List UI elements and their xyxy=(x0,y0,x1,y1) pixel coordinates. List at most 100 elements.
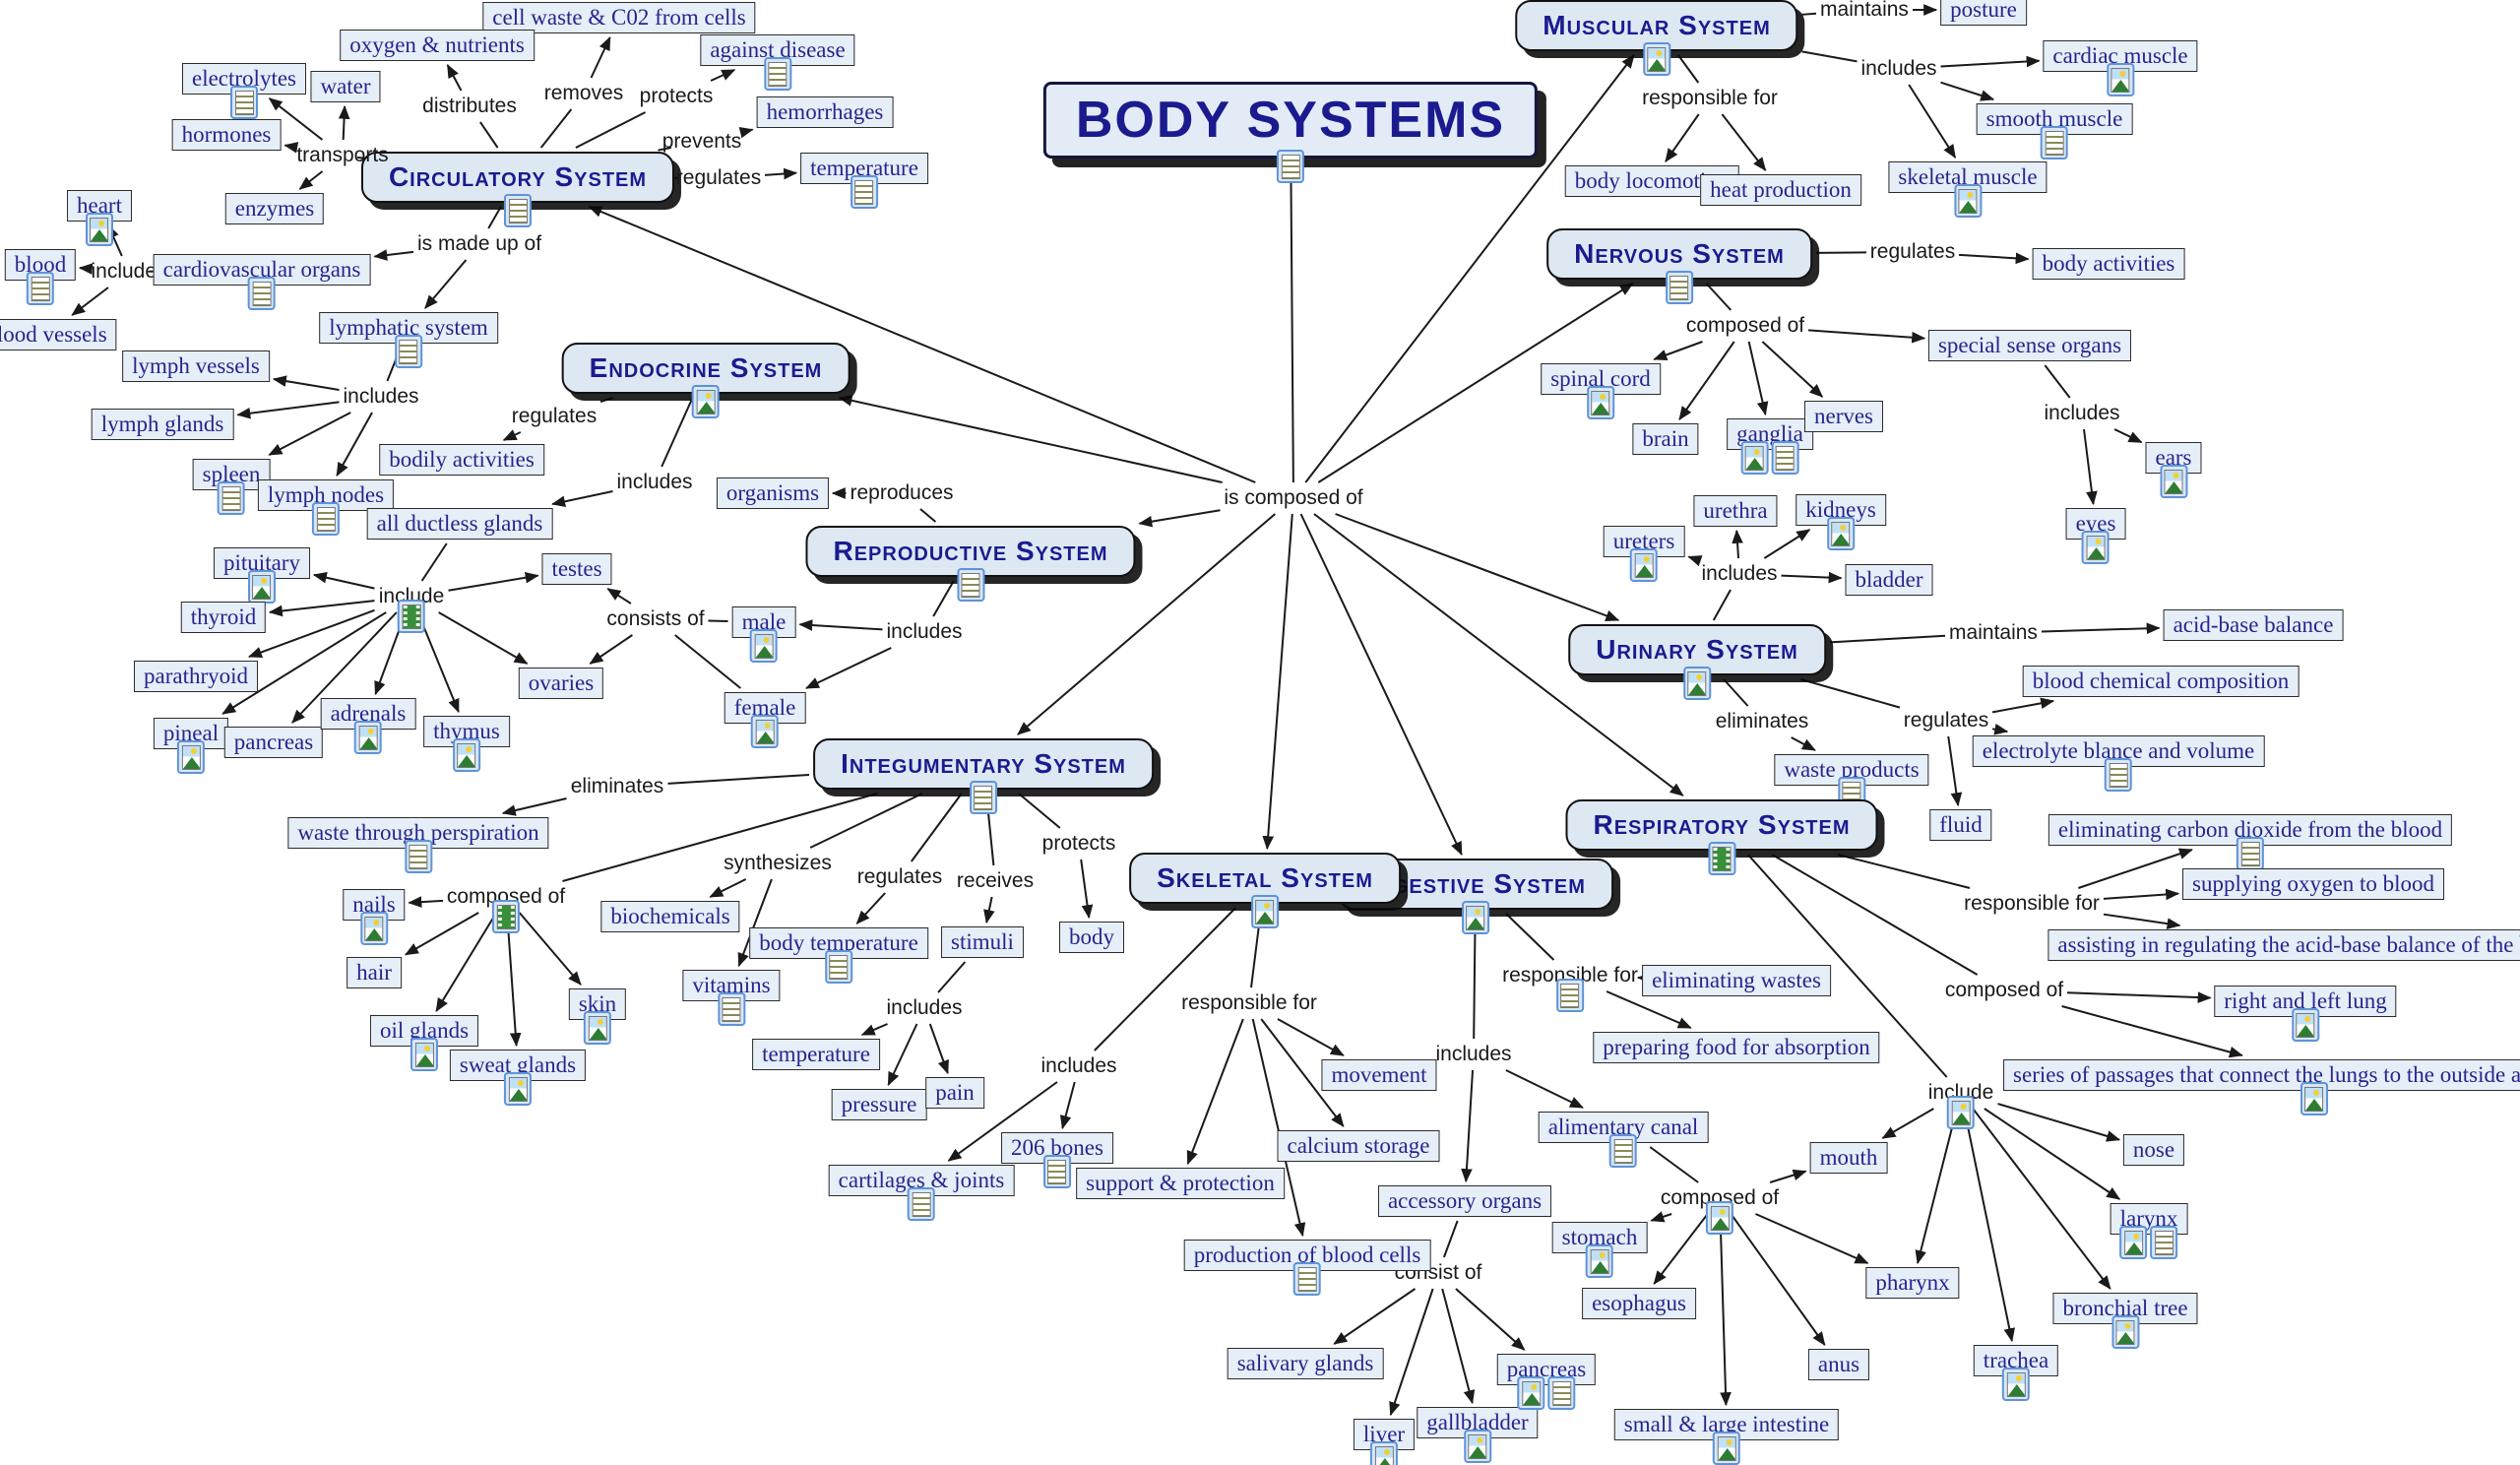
image-icon[interactable] xyxy=(1827,517,1855,550)
document-icon[interactable] xyxy=(956,568,984,602)
image-icon[interactable] xyxy=(176,740,205,774)
node-female[interactable]: female xyxy=(724,692,806,748)
node-special-sense-organs[interactable]: special sense organs xyxy=(1927,330,2132,361)
image-icon[interactable] xyxy=(1517,1376,1545,1410)
node-fluid[interactable]: fluid xyxy=(1929,809,1992,841)
node-integumentary[interactable]: Integumentary System xyxy=(813,738,1154,814)
node-eyes[interactable]: eyes xyxy=(2065,508,2126,564)
image-icon[interactable] xyxy=(1706,1201,1733,1235)
node-heart[interactable]: heart xyxy=(67,190,132,246)
node-supply-o2[interactable]: supplying oxygen to blood xyxy=(2182,868,2444,900)
link-phrase-l-maintains-m[interactable]: maintains xyxy=(1820,0,1909,22)
image-icon[interactable] xyxy=(1250,895,1279,928)
node-pressure[interactable]: pressure xyxy=(831,1089,927,1120)
node-assist-acid[interactable]: assisting in regulating the acid-base ba… xyxy=(2048,929,2520,961)
node-posture[interactable]: posture xyxy=(1940,0,2027,26)
node-electrolyte-balance[interactable]: electrolyte blance and volume xyxy=(1972,735,2265,792)
document-icon[interactable] xyxy=(824,950,852,984)
node-against-disease[interactable]: against disease xyxy=(700,34,855,91)
node-alimentary-canal[interactable]: alimentary canal xyxy=(1538,1112,1709,1168)
image-icon[interactable] xyxy=(1586,1244,1613,1278)
link-phrase-l-made-up[interactable]: is made up of xyxy=(417,232,541,256)
image-icon[interactable] xyxy=(503,1072,532,1106)
node-parathryoid[interactable]: parathryoid xyxy=(133,661,259,692)
link-phrase-l-regulates-c[interactable]: regulates xyxy=(676,166,761,190)
node-pituitary[interactable]: pituitary xyxy=(214,547,310,604)
node-right-left-lung[interactable]: right and left lung xyxy=(2214,986,2397,1042)
node-nerves[interactable]: nerves xyxy=(1803,401,1884,432)
image-icon[interactable] xyxy=(1642,42,1670,76)
image-icon[interactable] xyxy=(2107,63,2134,96)
node-biochemicals[interactable]: biochemicals xyxy=(600,901,740,932)
node-elim-co2[interactable]: eliminating carbon dioxide from the bloo… xyxy=(2048,814,2453,870)
node-ureters[interactable]: ureters xyxy=(1603,526,1685,582)
link-phrase-l-includes-cv[interactable]: includes xyxy=(91,260,166,284)
document-icon[interactable] xyxy=(2105,758,2132,792)
link-phrase-l-include-e[interactable]: include xyxy=(379,585,444,633)
link-phrase-l-composed-r[interactable]: composed of xyxy=(1945,979,2063,1002)
node-support-protection[interactable]: support & protection xyxy=(1076,1168,1285,1199)
node-vitamins[interactable]: vitamins xyxy=(682,970,781,1026)
document-icon[interactable] xyxy=(1609,1134,1637,1168)
document-icon[interactable] xyxy=(850,175,878,209)
node-trachea[interactable]: trachea xyxy=(1973,1345,2059,1401)
node-lymph-vessels[interactable]: lymph vessels xyxy=(122,350,270,382)
document-icon[interactable] xyxy=(229,86,258,119)
node-cardiovascular-organs[interactable]: cardiovascular organs xyxy=(153,254,371,310)
node-liver[interactable]: liver xyxy=(1353,1419,1416,1465)
image-icon[interactable] xyxy=(359,912,388,945)
document-icon[interactable] xyxy=(1292,1262,1321,1296)
node-heat-production[interactable]: heat production xyxy=(1700,174,1861,206)
node-electrolytes[interactable]: electrolytes xyxy=(181,63,307,119)
node-pancreas-e[interactable]: pancreas xyxy=(223,727,324,758)
image-icon[interactable] xyxy=(750,715,779,748)
image-icon[interactable] xyxy=(691,385,720,418)
document-icon[interactable] xyxy=(2150,1226,2178,1259)
image-icon[interactable] xyxy=(1370,1441,1398,1465)
link-phrase-l-regulates-n[interactable]: regulates xyxy=(1870,240,1955,264)
link-phrase-l-protects-c[interactable]: protects xyxy=(640,85,714,108)
image-icon[interactable] xyxy=(584,1011,611,1045)
node-anus[interactable]: anus xyxy=(1807,1349,1870,1380)
film-icon[interactable] xyxy=(1707,842,1735,875)
document-icon[interactable] xyxy=(504,194,532,227)
image-icon[interactable] xyxy=(1461,901,1489,934)
link-phrase-l-includes-e[interactable]: includes xyxy=(616,471,692,494)
link-phrase-l-respfor-m[interactable]: responsible for xyxy=(1642,87,1778,110)
node-brain[interactable]: brain xyxy=(1632,423,1699,455)
node-pineal[interactable]: pineal xyxy=(153,718,229,774)
link-phrase-l-transports[interactable]: transports xyxy=(296,144,388,167)
node-respiratory[interactable]: Respiratory System xyxy=(1565,799,1878,875)
node-lymph-nodes[interactable]: lymph nodes xyxy=(257,479,395,536)
node-water[interactable]: water xyxy=(310,71,381,102)
image-icon[interactable] xyxy=(86,213,113,246)
image-icon[interactable] xyxy=(1683,667,1711,700)
link-phrase-l-includes-u[interactable]: includes xyxy=(1701,562,1777,586)
document-icon[interactable] xyxy=(717,992,745,1026)
node-adrenals[interactable]: adrenals xyxy=(320,698,416,754)
node-acid-base-balance[interactable]: acid-base balance xyxy=(2163,609,2344,641)
node-ovaries[interactable]: ovaries xyxy=(518,668,604,699)
link-phrase-l-respfor-s[interactable]: responsible for xyxy=(1181,991,1317,1015)
node-gallbladder[interactable]: gallbladder xyxy=(1417,1407,1539,1463)
link-phrase-l-synthesizes[interactable]: synthesizes xyxy=(724,852,832,875)
node-skeletal-muscle[interactable]: skeletal muscle xyxy=(1888,161,2048,218)
image-icon[interactable] xyxy=(2300,1082,2328,1115)
node-urinary[interactable]: Urinary System xyxy=(1568,624,1826,700)
document-icon[interactable] xyxy=(907,1187,935,1221)
node-organisms[interactable]: organisms xyxy=(716,478,830,509)
document-icon[interactable] xyxy=(1547,1376,1576,1410)
node-nervous[interactable]: Nervous System xyxy=(1546,228,1812,304)
node-enzymes[interactable]: enzymes xyxy=(224,193,325,224)
node-ears[interactable]: ears xyxy=(2145,442,2202,498)
node-male[interactable]: male xyxy=(731,606,796,663)
node-muscular[interactable]: Muscular System xyxy=(1515,0,1798,76)
node-calcium-storage[interactable]: calcium storage xyxy=(1277,1130,1440,1162)
node-endocrine[interactable]: Endocrine System xyxy=(561,343,850,418)
document-icon[interactable] xyxy=(2040,126,2068,159)
node-blood-vessels[interactable]: blood vessels xyxy=(0,319,117,350)
node-production-blood-cells[interactable]: production of blood cells xyxy=(1183,1240,1431,1296)
link-phrase-is-composed-of[interactable]: is composed of xyxy=(1224,486,1362,510)
node-mouth[interactable]: mouth xyxy=(1809,1142,1888,1174)
node-bodily-activities[interactable]: bodily activities xyxy=(379,444,544,476)
